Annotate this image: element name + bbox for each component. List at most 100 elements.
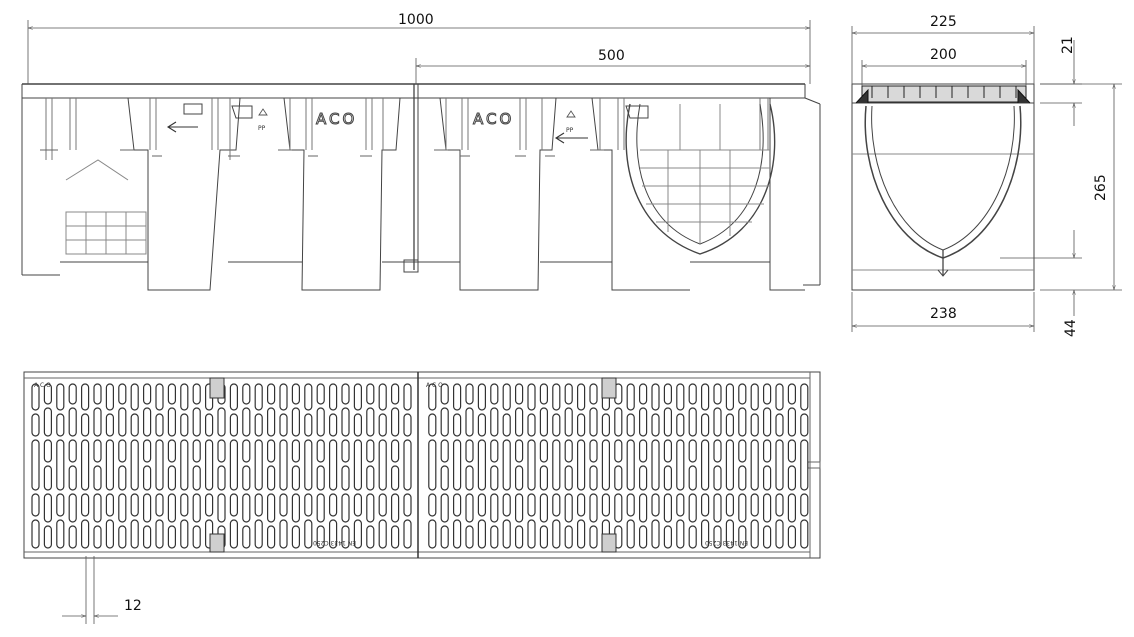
grate-slot bbox=[31, 519, 40, 549]
grate-slot bbox=[700, 493, 710, 517]
grate-slot bbox=[676, 439, 685, 491]
grate-slot bbox=[118, 493, 127, 523]
grate-slot bbox=[626, 383, 635, 411]
grate-slot bbox=[130, 519, 139, 549]
grate-slot bbox=[403, 439, 412, 491]
grate-slot bbox=[291, 465, 300, 491]
grate-slot bbox=[502, 493, 511, 517]
grate-slot bbox=[192, 525, 201, 549]
grate-slot bbox=[453, 439, 462, 491]
grate-slot bbox=[341, 493, 350, 523]
grate-slot bbox=[192, 407, 201, 437]
grate-slot bbox=[676, 519, 685, 549]
grate-slot bbox=[651, 519, 660, 549]
grate-slot bbox=[539, 493, 549, 523]
grate-slot bbox=[465, 525, 474, 549]
grate-slot bbox=[143, 493, 152, 523]
grate-slot bbox=[601, 439, 611, 491]
grate-slot bbox=[762, 525, 772, 549]
grate-slot bbox=[378, 519, 387, 549]
grate-slot bbox=[576, 519, 586, 549]
grate-slot bbox=[366, 439, 375, 463]
grate-slot bbox=[329, 383, 338, 411]
grate-slot bbox=[638, 407, 648, 437]
grate-slot bbox=[43, 439, 53, 463]
grate-slot bbox=[31, 493, 40, 517]
grate-slot bbox=[267, 383, 276, 405]
grate-slot bbox=[242, 493, 251, 523]
grate-slot bbox=[564, 383, 573, 405]
grate-slot bbox=[254, 383, 263, 411]
grate-slot bbox=[614, 439, 623, 463]
grate-slot bbox=[130, 439, 139, 491]
grate-slot bbox=[378, 493, 387, 517]
grate-slot bbox=[725, 493, 735, 517]
grate-slot bbox=[130, 493, 139, 517]
grate-slot bbox=[56, 493, 65, 517]
grate-slot bbox=[93, 525, 102, 549]
material-mark-left: PP bbox=[258, 125, 266, 132]
grate-slot bbox=[490, 383, 499, 405]
grate-slot bbox=[93, 493, 102, 523]
grate-brand-left: A C O bbox=[34, 382, 51, 389]
grate-slot bbox=[800, 519, 809, 549]
grate-slot bbox=[800, 383, 809, 411]
grate-slot bbox=[353, 413, 362, 437]
grate-slot bbox=[205, 439, 214, 491]
grate-slot bbox=[291, 407, 300, 437]
grate-slot bbox=[539, 407, 549, 437]
grate-slot bbox=[465, 493, 474, 523]
grate-slot bbox=[93, 383, 102, 405]
grate-slot bbox=[267, 525, 276, 549]
grate-slot bbox=[167, 407, 176, 437]
grate-slot bbox=[31, 439, 40, 491]
grate-slot bbox=[738, 465, 747, 491]
dim-grate-depth: 21 bbox=[1060, 36, 1076, 54]
grate-slot bbox=[143, 383, 152, 405]
grate-slot bbox=[229, 383, 238, 411]
flow-arrow-icon bbox=[166, 121, 588, 144]
grate-slot bbox=[267, 407, 276, 437]
grate-plan-view bbox=[23, 371, 821, 559]
grate-slot bbox=[428, 413, 437, 437]
grate-slot bbox=[651, 439, 660, 491]
grate-slot bbox=[477, 519, 486, 549]
grate-slot bbox=[291, 383, 300, 405]
grate-slot bbox=[477, 493, 486, 517]
dim-channel-height: 265 bbox=[1093, 174, 1109, 201]
grate-brand-right: A C O bbox=[426, 382, 443, 389]
grate-slot bbox=[465, 383, 474, 405]
grate-slot bbox=[564, 407, 573, 437]
grate-slot bbox=[316, 465, 325, 491]
grate-slot bbox=[614, 493, 623, 523]
grate-slot bbox=[105, 439, 115, 491]
grate-slot bbox=[167, 525, 176, 549]
grate-slot bbox=[329, 519, 338, 549]
grate-slot bbox=[490, 439, 499, 463]
grate-slot bbox=[217, 493, 226, 523]
grate-slot bbox=[254, 439, 263, 491]
grate-slot bbox=[552, 383, 561, 411]
grate-slot bbox=[775, 519, 784, 549]
grate-slot bbox=[688, 465, 697, 491]
grate-slot bbox=[254, 519, 263, 549]
grate-slot bbox=[291, 493, 300, 523]
grate-slot bbox=[465, 465, 474, 491]
grate-slot bbox=[254, 413, 263, 437]
grate-slot bbox=[329, 413, 338, 437]
grate-slot bbox=[56, 519, 65, 549]
grate-slot bbox=[490, 407, 499, 437]
grate-slot bbox=[80, 519, 90, 549]
grate-slot bbox=[341, 383, 350, 405]
grate-slot bbox=[725, 519, 735, 549]
grate-slot bbox=[638, 439, 648, 463]
grate-slot bbox=[440, 465, 449, 491]
grate-slot bbox=[477, 383, 486, 411]
grate-slot bbox=[440, 383, 449, 405]
grate-slot bbox=[143, 439, 152, 463]
grate-slot bbox=[564, 525, 573, 549]
grate-slot bbox=[514, 493, 524, 523]
grate-slot bbox=[192, 493, 201, 523]
grate-slot bbox=[725, 439, 735, 491]
